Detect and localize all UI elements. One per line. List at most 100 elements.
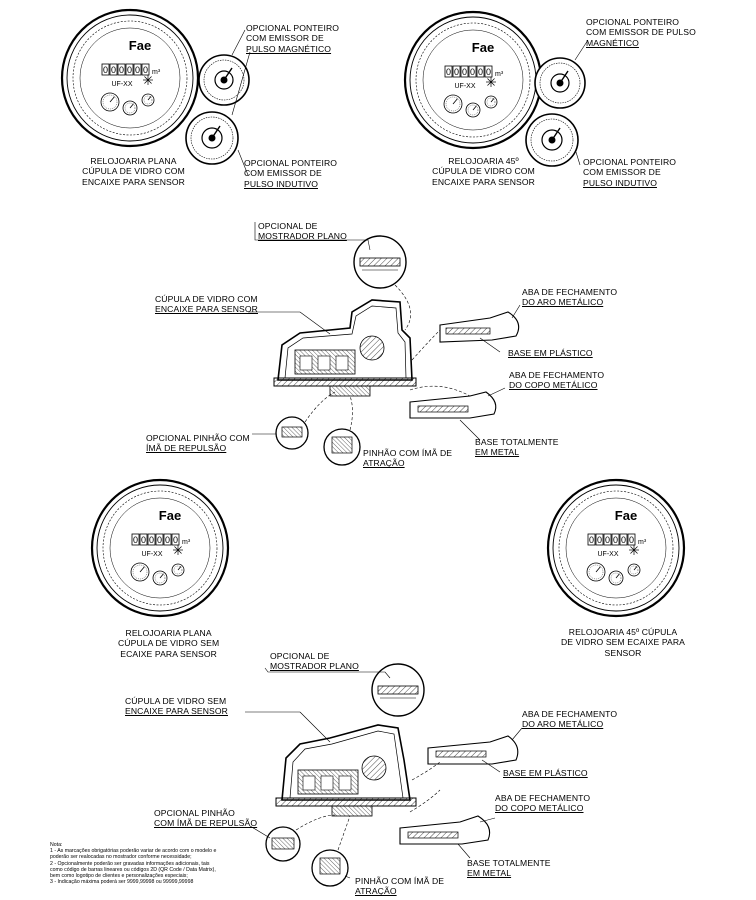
label-line: RELOJOARIA PLANA bbox=[90, 156, 177, 166]
label-line: RELOJOARIA PLANA bbox=[125, 628, 212, 638]
odometer-digit-box bbox=[131, 533, 140, 546]
odometer-digit: 0 bbox=[446, 67, 451, 77]
label-line: DE VIDRO SEM ECAIXE PARA bbox=[561, 637, 686, 648]
odometer-digit: 0 bbox=[486, 67, 491, 77]
magnetic-pointer-detail-tr bbox=[534, 57, 586, 109]
label-line: OPCIONAL PONTEIRO bbox=[244, 158, 338, 168]
note-line: 2 - Opcionalmente poderão ser gravadas i… bbox=[50, 860, 210, 867]
unit-text: m³ bbox=[638, 539, 647, 546]
unit-text: m³ bbox=[182, 539, 191, 546]
pinion-attraction-detail-1 bbox=[323, 428, 361, 466]
label-line: CÚPULA DE VIDRO COM bbox=[82, 166, 185, 177]
note-line: bem como logotipo de clientes e personal… bbox=[50, 873, 188, 880]
label-line: ENCAIXE PARA SENSOR bbox=[155, 304, 258, 315]
label-line: CÚPULA DE VIDRO SEM bbox=[125, 696, 227, 706]
odometer-digit-box bbox=[147, 533, 156, 546]
label-line: EM METAL bbox=[475, 447, 520, 458]
brand-logo-text: Fae bbox=[615, 508, 637, 523]
cup-flap-detail-1 bbox=[409, 391, 497, 419]
model-text: UF-XX bbox=[142, 551, 163, 558]
odometer-digit: 0 bbox=[470, 67, 475, 77]
odometer-digit-box bbox=[460, 65, 469, 78]
odometer-digit: 0 bbox=[133, 535, 138, 545]
label-sec2-plastic-base: BASE EM PLÁSTICO bbox=[503, 768, 588, 778]
label-line: PINHÃO COM ÍMÃ DE bbox=[355, 876, 445, 886]
label-line: DO COPO METÁLICO bbox=[495, 803, 584, 814]
model-text: UF-XX bbox=[598, 551, 619, 558]
label-line: ABA DE FECHAMENTO bbox=[522, 287, 618, 297]
ring-flap-detail-1 bbox=[439, 311, 520, 343]
label-line: OPCIONAL PINHÃO COM bbox=[146, 433, 250, 443]
odometer-digit-box bbox=[595, 533, 604, 546]
odometer-digit: 0 bbox=[629, 535, 634, 545]
odometer-digit-box bbox=[171, 533, 180, 546]
unit-text: m³ bbox=[152, 69, 161, 76]
odometer-digit-box bbox=[141, 63, 150, 76]
label-line: BASE TOTALMENTE bbox=[467, 858, 551, 868]
odometer-digit-box bbox=[109, 63, 118, 76]
label-line: OPCIONAL PONTEIRO bbox=[246, 23, 340, 33]
note-line: Nota: bbox=[50, 842, 63, 848]
odometer-digit: 0 bbox=[135, 65, 140, 75]
label-line: OPCIONAL PONTEIRO bbox=[586, 17, 680, 27]
label-line: OPCIONAL PINHÃO bbox=[154, 808, 235, 818]
odometer-digit: 0 bbox=[621, 535, 626, 545]
odometer-digit-box bbox=[603, 533, 612, 546]
note-line: 1 - As marcações obrigatórias poderão va… bbox=[50, 848, 217, 855]
odometer-digit-box bbox=[117, 63, 126, 76]
label-line: BASE EM PLÁSTICO bbox=[508, 348, 593, 358]
label-line: ENCAIXE PARA SENSOR bbox=[125, 706, 228, 717]
label-line: CÚPULA DE VIDRO COM bbox=[155, 294, 258, 304]
odometer-digit: 0 bbox=[111, 65, 116, 75]
label-line: ABA DE FECHAMENTO bbox=[509, 370, 605, 380]
label-line: COM EMISSOR DE bbox=[583, 167, 661, 178]
pinion-attraction-detail-2 bbox=[311, 849, 349, 887]
drawing-notes: Nota:1 - As marcações obrigatórias poder… bbox=[50, 842, 290, 885]
odometer-digit-box bbox=[444, 65, 453, 78]
label-line: ECAIXE PARA SENSOR bbox=[120, 648, 217, 659]
magnetic-pointer-detail-tl bbox=[198, 54, 250, 106]
label-sec1-plastic-base: BASE EM PLÁSTICO bbox=[508, 348, 593, 358]
odometer-digit: 0 bbox=[454, 67, 459, 77]
model-text: UF-XX bbox=[455, 83, 476, 90]
label-line: MOSTRADOR PLANO bbox=[270, 661, 359, 672]
label-line: COM EMISSOR DE bbox=[246, 33, 324, 44]
leaders-section-2 bbox=[245, 667, 523, 879]
odometer-digit: 0 bbox=[141, 535, 146, 545]
label-line: BASE TOTALMENTE bbox=[475, 437, 559, 447]
label-line: CÚPULA DE VIDRO COM bbox=[432, 166, 535, 177]
odometer-digit-box bbox=[484, 65, 493, 78]
unit-text: m³ bbox=[495, 71, 504, 78]
dial-detail-2 bbox=[371, 663, 425, 717]
odometer-digit: 0 bbox=[613, 535, 618, 545]
leaders-top-left bbox=[231, 29, 251, 176]
dial-detail-1 bbox=[353, 235, 407, 289]
label-line: ATRAÇÃO bbox=[363, 458, 405, 469]
odometer-digit-box bbox=[139, 533, 148, 546]
cross-section-1 bbox=[273, 299, 417, 397]
odometer-digit-box bbox=[468, 65, 477, 78]
label-line: PULSO INDUTIVO bbox=[244, 178, 318, 189]
label-line: RELOJOARIA 45º bbox=[448, 156, 519, 166]
odometer-digit: 0 bbox=[173, 535, 178, 545]
